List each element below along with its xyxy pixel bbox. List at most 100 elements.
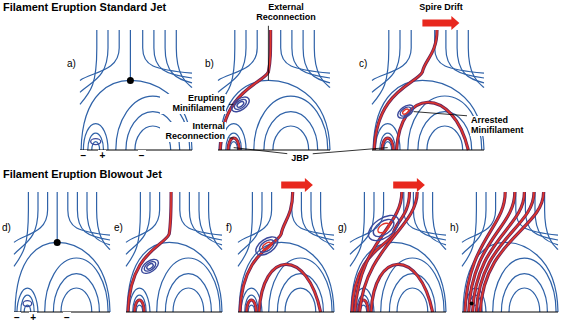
field-line xyxy=(87,192,110,245)
reconnected-line-outline xyxy=(259,264,321,312)
field-line xyxy=(199,192,222,245)
minifilament xyxy=(23,301,32,307)
panel-drawing xyxy=(350,178,446,312)
field-line xyxy=(136,305,143,312)
reconnected-line xyxy=(360,192,418,312)
flux-rope xyxy=(370,216,397,240)
field-line xyxy=(501,274,547,312)
field-line xyxy=(238,192,272,242)
field-line xyxy=(218,30,246,92)
field-line xyxy=(21,295,35,312)
field-line xyxy=(245,295,259,312)
reconnected-line xyxy=(374,30,437,150)
reconnected-line xyxy=(247,300,257,312)
field-line xyxy=(176,30,192,88)
field-line xyxy=(83,124,108,150)
field-line xyxy=(14,192,28,266)
polarity-sign: − xyxy=(79,150,87,161)
field-line xyxy=(219,80,330,150)
flux-rope xyxy=(395,102,415,120)
field-line xyxy=(384,142,392,150)
reconnected-line-outline xyxy=(135,300,145,312)
field-line xyxy=(80,30,108,92)
field-line xyxy=(180,192,222,235)
field-line xyxy=(92,142,100,150)
field-line xyxy=(127,242,222,312)
field-line xyxy=(292,30,330,78)
field-line xyxy=(209,192,222,250)
flux-rope xyxy=(233,97,249,111)
field-line xyxy=(509,288,540,312)
field-line xyxy=(285,288,316,312)
field-line xyxy=(248,305,255,312)
field-line xyxy=(321,192,334,250)
field-line xyxy=(351,242,446,312)
field-line xyxy=(462,192,496,242)
reconnected-line-outline xyxy=(371,264,433,312)
reconnected-line xyxy=(476,192,534,312)
field-line xyxy=(165,274,211,312)
field-line xyxy=(397,288,428,312)
flux-rope xyxy=(364,210,403,245)
drift-arrow xyxy=(393,178,425,192)
flux-rope xyxy=(143,260,158,273)
reconnected-line xyxy=(397,102,469,150)
reconnected-line-outline xyxy=(240,192,293,312)
leader-line xyxy=(313,148,388,154)
callout-label: Spire Drift xyxy=(418,3,464,13)
field-line xyxy=(427,126,463,150)
flux-rope xyxy=(139,257,161,277)
field-line xyxy=(446,30,484,78)
panel-drawing xyxy=(218,30,330,150)
field-line xyxy=(88,133,104,150)
surface-line xyxy=(238,312,334,313)
field-line xyxy=(226,133,242,150)
field-line xyxy=(301,192,334,240)
minifilament xyxy=(91,139,101,145)
field-line xyxy=(418,112,472,150)
polarity-sign: − xyxy=(138,150,146,161)
field-line xyxy=(311,192,334,245)
field-line xyxy=(53,274,99,312)
field-line xyxy=(433,192,446,250)
flux-rope xyxy=(399,105,413,117)
field-line xyxy=(126,192,140,266)
null-point xyxy=(54,239,61,246)
reconnected-line-outline xyxy=(476,192,534,312)
field-line xyxy=(45,258,108,312)
reconnected-line-outline xyxy=(360,192,418,312)
flux-rope xyxy=(402,108,410,115)
field-line xyxy=(545,192,558,250)
field-line xyxy=(238,192,252,266)
panel-letter: e) xyxy=(113,222,124,233)
panel-drawing xyxy=(126,192,222,312)
field-line xyxy=(126,192,150,254)
polarity-sign: + xyxy=(98,150,106,161)
leader-line xyxy=(229,138,234,139)
leader-line xyxy=(229,104,233,105)
field-line xyxy=(423,192,446,245)
flux-rope xyxy=(261,241,272,251)
field-line xyxy=(372,30,389,104)
panel-letter: f) xyxy=(225,222,233,233)
field-line xyxy=(372,30,411,80)
reconnected-line xyxy=(480,192,543,312)
field-line xyxy=(165,30,192,83)
field-line xyxy=(535,192,558,245)
leader-line xyxy=(268,26,269,81)
panel-letter: b) xyxy=(204,58,215,69)
field-line xyxy=(373,80,484,150)
leader-lines xyxy=(229,26,467,154)
field-line xyxy=(350,192,364,266)
null-point xyxy=(127,77,134,84)
field-line xyxy=(273,126,309,150)
field-line xyxy=(468,30,484,88)
reconnected-line xyxy=(135,300,145,312)
drift-arrow xyxy=(281,178,313,192)
flux-rope xyxy=(257,237,276,254)
figure-title: Filament Eruption Blowout Jet xyxy=(2,168,163,180)
reconnected-line xyxy=(371,264,433,312)
reconnected-line-outline xyxy=(220,30,270,150)
callout-label: External Reconnection xyxy=(248,3,324,23)
